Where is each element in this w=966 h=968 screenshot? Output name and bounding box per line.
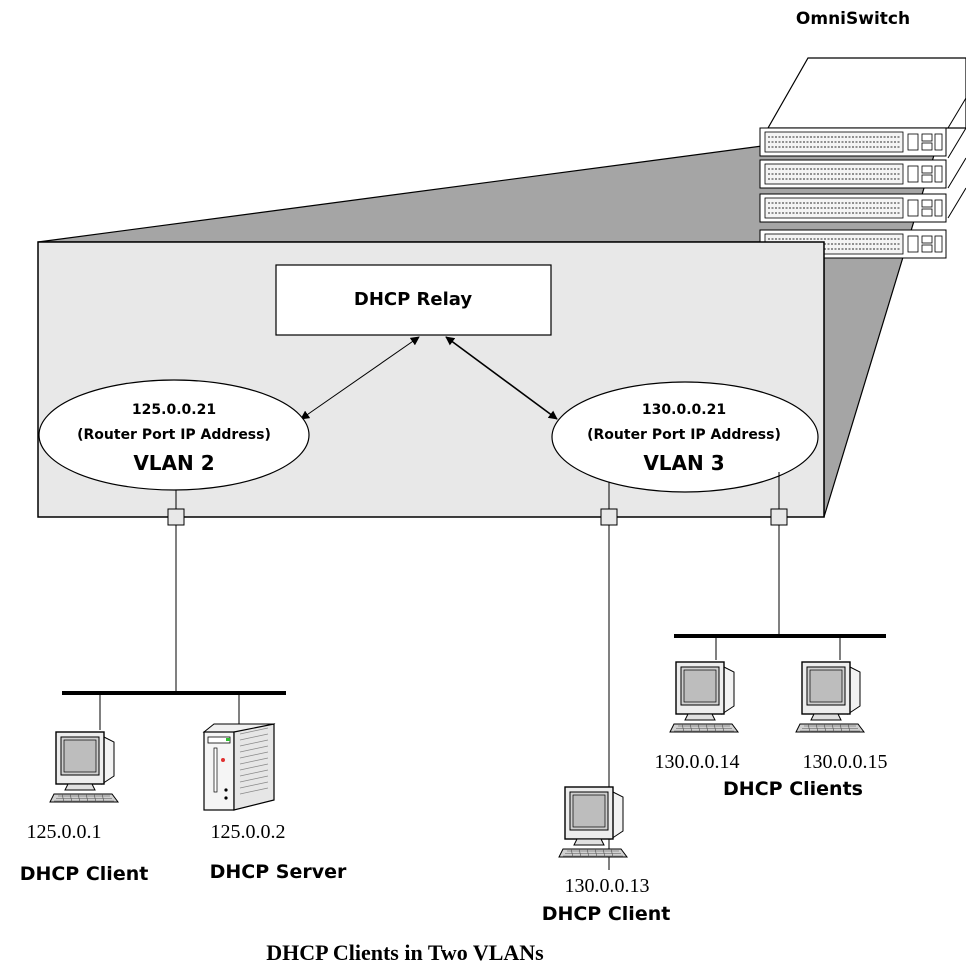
host-role-125-0-0-2: DHCP Server: [210, 861, 347, 883]
host-ip-125-0-0-2: 125.0.0.2: [211, 821, 286, 843]
vlan3-role: (Router Port IP Address): [587, 427, 781, 443]
vlan2-role: (Router Port IP Address): [77, 427, 271, 443]
host-role-130-0-0-13: DHCP Client: [542, 903, 671, 925]
port-vlan2: [167, 508, 185, 526]
vlan2-ip: 125.0.0.21: [132, 402, 216, 418]
port-vlan3-a: [600, 508, 618, 526]
vlan2-name: VLAN 2: [133, 451, 214, 475]
pc-icon-client-130-15: [795, 661, 865, 733]
omniswitch-label: OmniSwitch: [796, 9, 910, 29]
port-vlan3-b: [770, 508, 788, 526]
pc-icon-client-130-14: [669, 661, 739, 733]
relay-arrow-vlan2: [300, 336, 420, 420]
pc-icon-client-125-1: [49, 731, 119, 803]
relay-arrow-vlan3: [445, 336, 558, 420]
vlan3-ip: 130.0.0.21: [642, 402, 726, 418]
host-ip-130-0-0-15: 130.0.0.15: [803, 751, 888, 773]
dhcp-relay-label: DHCP Relay: [354, 289, 473, 310]
host-role-125-0-0-1: DHCP Client: [20, 863, 149, 885]
dhcp-relay-box: [275, 264, 552, 336]
host-ip-130-0-0-13: 130.0.0.13: [565, 875, 650, 897]
host-ip-125-0-0-1: 125.0.0.1: [27, 821, 102, 843]
clients-group-label: DHCP Clients: [723, 778, 863, 800]
host-ip-130-0-0-14: 130.0.0.14: [655, 751, 740, 773]
vlan3-ellipse: [551, 381, 819, 493]
vlan3-name: VLAN 3: [643, 451, 724, 475]
figure-caption: DHCP Clients in Two VLANs: [266, 940, 544, 965]
pc-icon-client-130-13: [558, 786, 628, 858]
server-icon: [202, 723, 276, 811]
omniswitch: [759, 57, 966, 259]
vlan2-ellipse: [38, 379, 310, 491]
